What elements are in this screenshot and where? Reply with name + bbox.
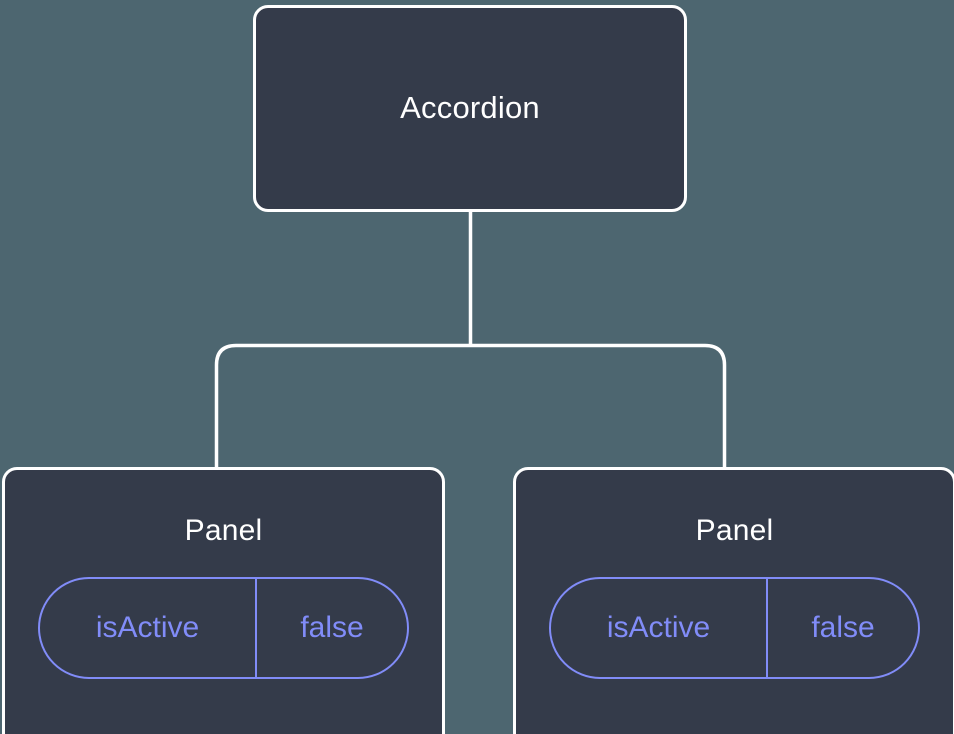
node-panel-1-title: Panel — [184, 514, 263, 547]
node-panel-2-title: Panel — [695, 514, 774, 547]
state-key-label: isActive — [95, 611, 200, 644]
state-badge-panel-2[interactable]: isActive false — [549, 577, 920, 679]
state-value-label: false — [766, 579, 918, 677]
node-accordion[interactable]: Accordion — [253, 5, 687, 212]
state-value-label: false — [255, 579, 407, 677]
edge-bus-to-right-panel — [470, 343, 727, 468]
node-panel-1[interactable]: Panel isActive false — [2, 467, 445, 734]
edge-bus-to-left-panel — [214, 343, 471, 468]
state-badge-panel-1[interactable]: isActive false — [38, 577, 409, 679]
node-accordion-title: Accordion — [400, 90, 540, 126]
state-key-label: isActive — [606, 611, 711, 644]
node-panel-2[interactable]: Panel isActive false — [513, 467, 954, 734]
